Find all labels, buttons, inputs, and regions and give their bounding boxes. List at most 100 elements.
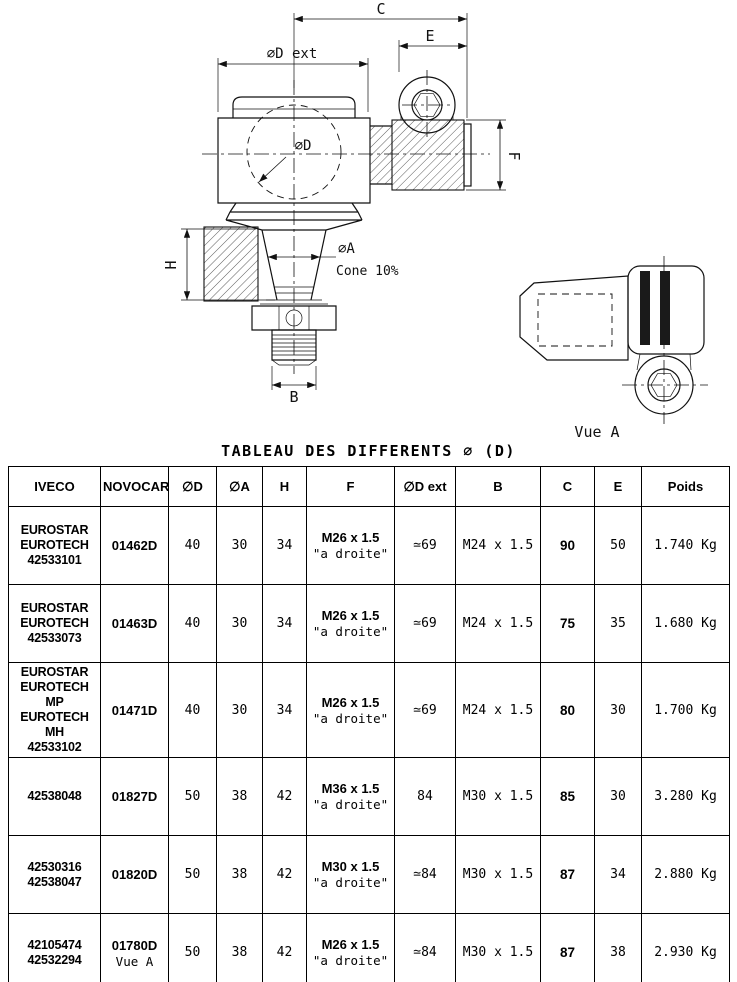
cell-line: 42105474 [27, 937, 82, 952]
cell-f: M26 x 1.5"a droite" [306, 913, 395, 982]
cell-line: 38 [231, 867, 248, 882]
cell-poids: 1.680 Kg [641, 584, 730, 663]
column-header: IVECO [8, 466, 101, 507]
cell-line: "a droite" [312, 546, 389, 561]
cell-d_ext: ≃84 [394, 913, 456, 982]
cell-line: 1.680 Kg [654, 616, 717, 631]
vue-a-bolt-hex [650, 373, 678, 397]
cell-line: "a droite" [312, 875, 389, 890]
cell-a: 30 [216, 506, 263, 585]
cell-c: 87 [540, 835, 595, 914]
cell-e: 34 [594, 835, 642, 914]
cell-line: 42533101 [27, 553, 82, 567]
cone-stud [261, 229, 327, 301]
column-header: F [306, 466, 395, 507]
cell-h: 42 [262, 913, 307, 982]
dimensions: C E ∅D ext ∅D F ∅A Co [162, 0, 523, 406]
cell-line: 34 [610, 867, 626, 882]
cell-f: M36 x 1.5"a droite" [306, 757, 395, 836]
cell-e: 50 [594, 506, 642, 585]
cell-line: 38 [231, 789, 248, 804]
vue-a-arm [519, 275, 629, 361]
cell-line: M26 x 1.5 [321, 530, 380, 545]
cell-d: 50 [168, 835, 217, 914]
cell-line: "a droite" [312, 710, 389, 726]
cell-line: 50 [184, 945, 201, 960]
cell-line: M26 x 1.5 [321, 608, 380, 623]
column-header: C [540, 466, 595, 507]
cell-a: 38 [216, 757, 263, 836]
cell-line: 42 [276, 789, 293, 804]
cell-novocar: 01471D [100, 662, 169, 758]
table-title: TABLEAU DES DIFFERENTS ∅ (D) [221, 442, 516, 460]
cell-line: 42 [276, 867, 293, 882]
dim-label-b: B [289, 388, 298, 406]
cell-d: 50 [168, 913, 217, 982]
clamp-boss [398, 76, 456, 134]
cell-line: ≃69 [413, 702, 437, 718]
boot-rings [225, 202, 363, 231]
cell-line: 38 [610, 945, 626, 960]
thread-lines [272, 334, 316, 356]
cell-line: 30 [231, 616, 248, 631]
dim-h-extension [181, 228, 275, 301]
dim-label-a: ∅A [338, 241, 355, 257]
cell-line: 42533073 [27, 631, 82, 645]
cell-d_ext: ≃69 [394, 662, 456, 758]
cell-line: "a droite" [312, 624, 389, 639]
cell-f: M26 x 1.5"a droite" [306, 662, 395, 758]
cell-poids: 2.930 Kg [641, 913, 730, 982]
cell-line: ≃84 [413, 945, 437, 960]
front-view [202, 70, 490, 374]
cell-line: EUROTECH MH [20, 710, 89, 739]
cell-line: 3.280 Kg [654, 789, 717, 804]
cell-line: "a droite" [312, 797, 389, 812]
cell-line: 85 [559, 789, 576, 804]
cell-a: 38 [216, 835, 263, 914]
housing-cap [232, 96, 356, 118]
bolt-hex [413, 93, 441, 117]
cell-novocar: 01827D [100, 757, 169, 836]
cell-line: 01463D [111, 616, 158, 631]
thread-chamfer [271, 359, 317, 366]
cell-line: 30 [231, 538, 248, 553]
column-header: ∅A [216, 466, 263, 507]
cell-line: 01471D [111, 702, 158, 718]
cone-label: Cone 10% [336, 264, 399, 279]
cell-line: M30 x 1.5 [321, 859, 380, 874]
side-view-vue-a: Vue A [519, 256, 708, 440]
cell-line: 1.740 Kg [654, 538, 717, 553]
cell-line: 87 [559, 867, 576, 882]
cell-line: 50 [184, 789, 201, 804]
cell-line: 34 [276, 538, 293, 553]
cell-d: 40 [168, 662, 217, 758]
cell-line: 34 [276, 616, 293, 631]
cell-line: ≃84 [413, 867, 437, 882]
cell-d: 50 [168, 757, 217, 836]
cell-b: M24 x 1.5 [455, 584, 541, 663]
column-header: Poids [641, 466, 730, 507]
cell-h: 42 [262, 835, 307, 914]
cell-a: 30 [216, 662, 263, 758]
cell-a: 30 [216, 584, 263, 663]
cell-line: M26 x 1.5 [321, 937, 380, 952]
cell-line: M26 x 1.5 [321, 694, 380, 710]
column-header: ∅D [168, 466, 217, 507]
cell-poids: 1.740 Kg [641, 506, 730, 585]
cell-line: M30 x 1.5 [462, 945, 534, 960]
cell-line: 50 [610, 538, 626, 553]
cell-poids: 1.700 Kg [641, 662, 730, 758]
boss-tangent-lines [400, 115, 454, 120]
cell-a: 38 [216, 913, 263, 982]
dim-label-h: H [162, 260, 180, 269]
